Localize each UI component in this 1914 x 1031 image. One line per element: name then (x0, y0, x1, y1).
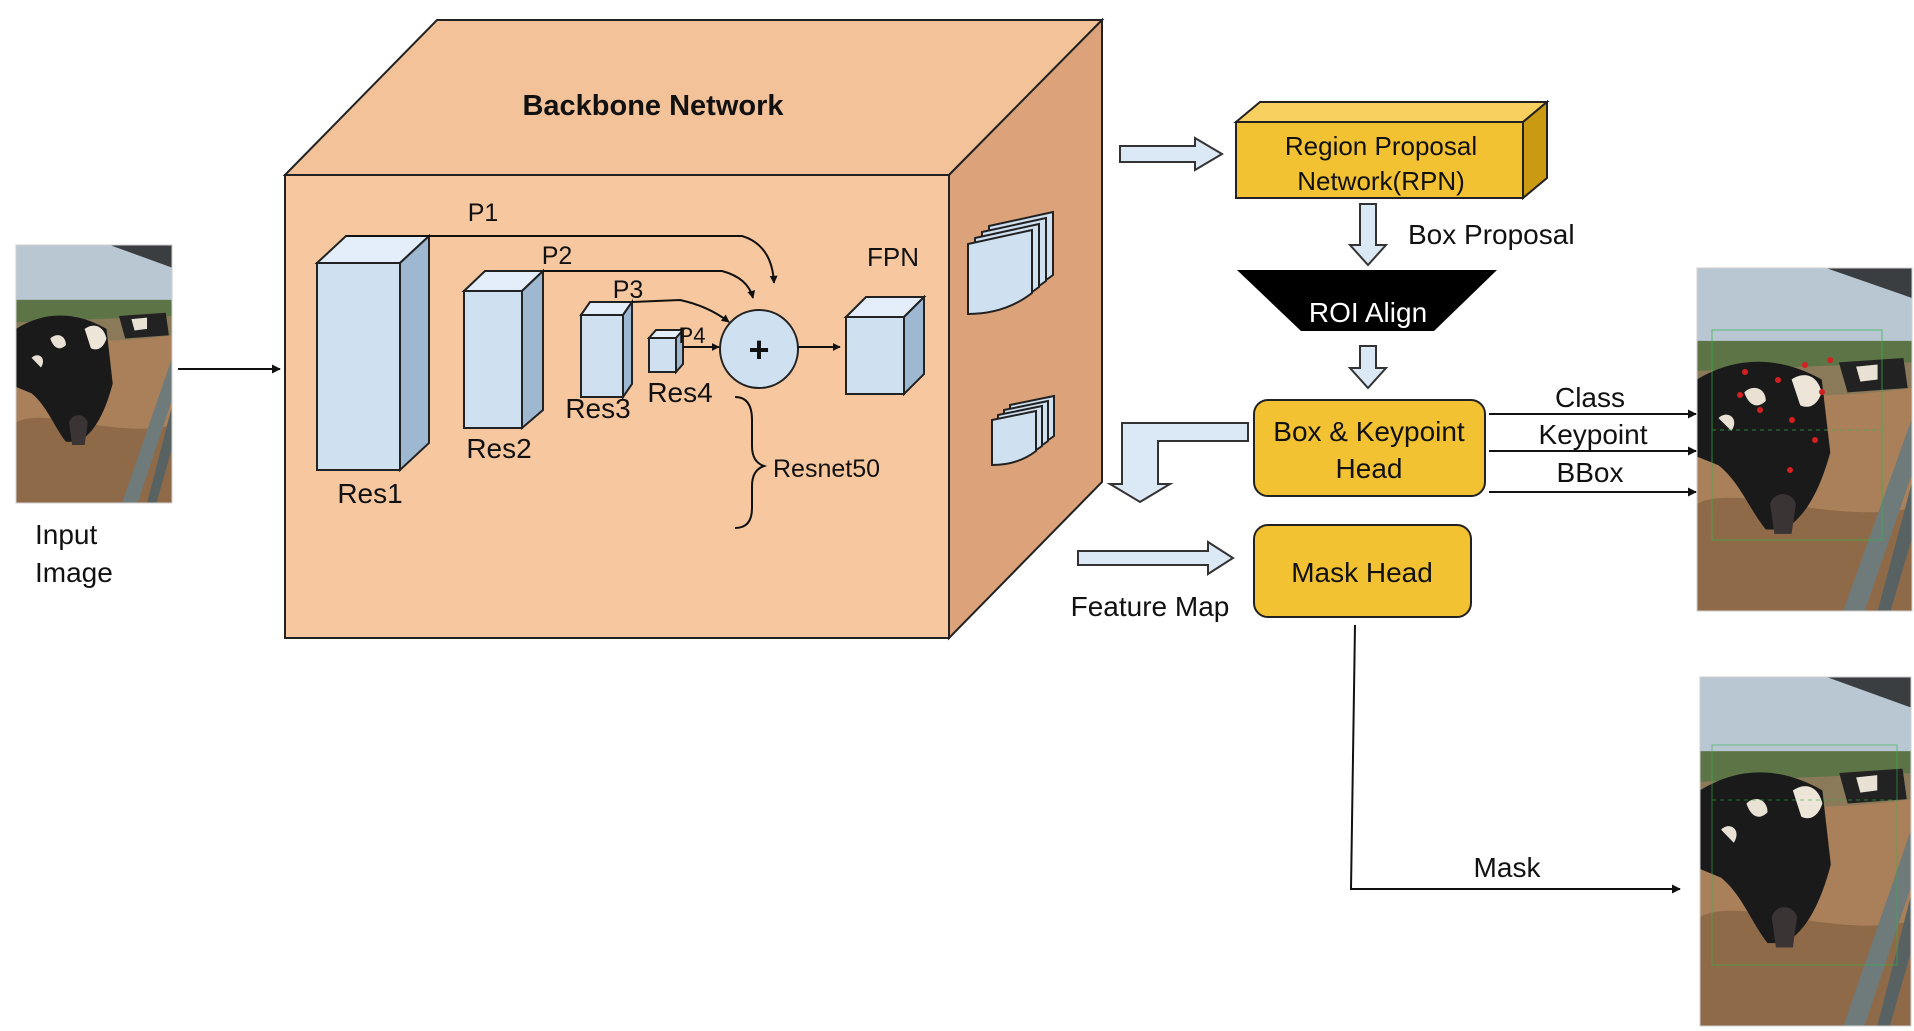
feature-map-label: Feature Map (1071, 591, 1230, 622)
p2-connector (543, 270, 756, 299)
p3-label: P3 (613, 276, 644, 304)
box-head-label-line2: Head (1336, 453, 1403, 484)
res2-label: Res2 (466, 433, 531, 464)
res1-block (314, 233, 432, 473)
roi-align-trapezoid (1237, 270, 1497, 331)
bbox-label: BBox (1557, 457, 1624, 488)
input-label-line1: Input (35, 519, 97, 550)
keypoint-label: Keypoint (1539, 419, 1648, 450)
mask-head (1253, 524, 1472, 618)
rpn-to-roi-arrow (1347, 203, 1389, 267)
sum-node (719, 309, 799, 389)
class-label: Class (1555, 382, 1625, 413)
backbone-to-rpn-arrow (1119, 136, 1224, 172)
res1-label: Res1 (337, 478, 402, 509)
sum-symbol: + (748, 329, 769, 370)
mask-label: Mask (1474, 852, 1542, 883)
roi-align-label: ROI Align (1309, 297, 1427, 328)
feature-map-stack-large (967, 210, 1054, 316)
resnet50-label: Resnet50 (773, 455, 880, 483)
box-proposal-label: Box Proposal (1408, 219, 1575, 250)
mask-arrow (1349, 624, 1681, 894)
p4-label: P4 (679, 323, 706, 348)
feature-map-to-mask-arrow (1077, 540, 1235, 576)
output-image-mask (1699, 676, 1912, 1027)
p1-connector (346, 235, 778, 284)
res3-block (579, 298, 634, 401)
box-keypoint-head (1253, 399, 1486, 497)
mask-head-label: Mask Head (1291, 557, 1433, 588)
head-to-feature-l-arrow (1106, 422, 1249, 504)
input-label-line2: Image (35, 557, 113, 588)
resnet50-brace (734, 396, 768, 529)
p3-connector (631, 298, 730, 323)
p2-label: P2 (542, 242, 573, 270)
rpn-label-line1: Region Proposal (1285, 131, 1477, 161)
p1-label: P1 (468, 199, 499, 227)
res2-block (461, 268, 546, 431)
input-image (15, 244, 173, 504)
output-image-keypoints (1696, 267, 1913, 612)
res3-label: Res3 (565, 393, 630, 424)
backbone-title: Backbone Network (522, 90, 784, 122)
fpn-block (843, 294, 927, 397)
rpn-box (1233, 99, 1550, 201)
roi-to-head-arrow (1347, 345, 1389, 390)
res4-label: Res4 (647, 377, 712, 408)
box-head-label-line1: Box & Keypoint (1273, 416, 1465, 447)
feature-map-stack-small (991, 394, 1055, 467)
fpn-label: FPN (867, 242, 919, 272)
res4-block (646, 327, 686, 375)
rpn-label-line2: Network(RPN) (1297, 166, 1465, 196)
